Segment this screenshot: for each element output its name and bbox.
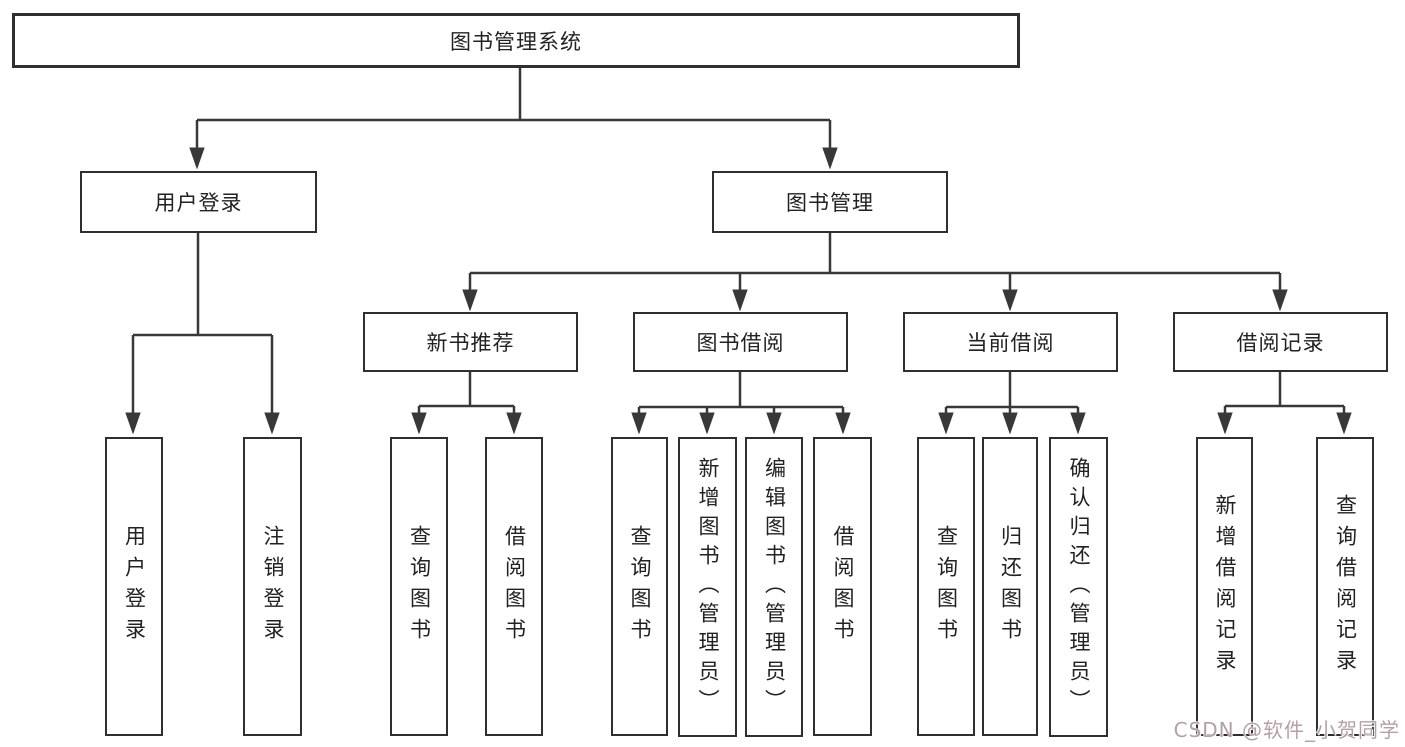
leaf-return-book: 归还图书 [982,437,1038,736]
node-book-borrowing: 图书借阅 [633,312,848,372]
node-current-borrowing: 当前借阅 [903,312,1118,372]
leaf-add-book-admin: 新增图书（管理员） [678,437,737,737]
leaf-user-login: 用户登录 [105,437,163,736]
node-book-management: 图书管理 [712,171,948,233]
node-root: 图书管理系统 [12,13,1020,68]
leaf-edit-book-admin: 编辑图书（管理员） [745,437,803,737]
leaf-confirm-return-admin: 确认归还（管理员） [1049,437,1108,737]
leaf-query-borrow-record: 查询借阅记录 [1316,437,1374,736]
node-new-book-recommendation: 新书推荐 [363,312,578,372]
node-user-login: 用户登录 [80,171,317,233]
leaf-query-book-current: 查询图书 [917,437,975,736]
leaf-logout: 注销登录 [243,437,302,736]
leaf-query-book-borrow: 查询图书 [611,437,668,736]
leaf-query-book-recommend: 查询图书 [390,437,448,736]
leaf-add-borrow-record: 新增借阅记录 [1196,437,1253,736]
node-borrowing-records: 借阅记录 [1173,312,1388,372]
leaf-borrow-book-recommend: 借阅图书 [485,437,543,736]
leaf-borrow-book: 借阅图书 [813,437,872,736]
watermark: CSDN @软件_小贺同学 [1173,718,1400,742]
